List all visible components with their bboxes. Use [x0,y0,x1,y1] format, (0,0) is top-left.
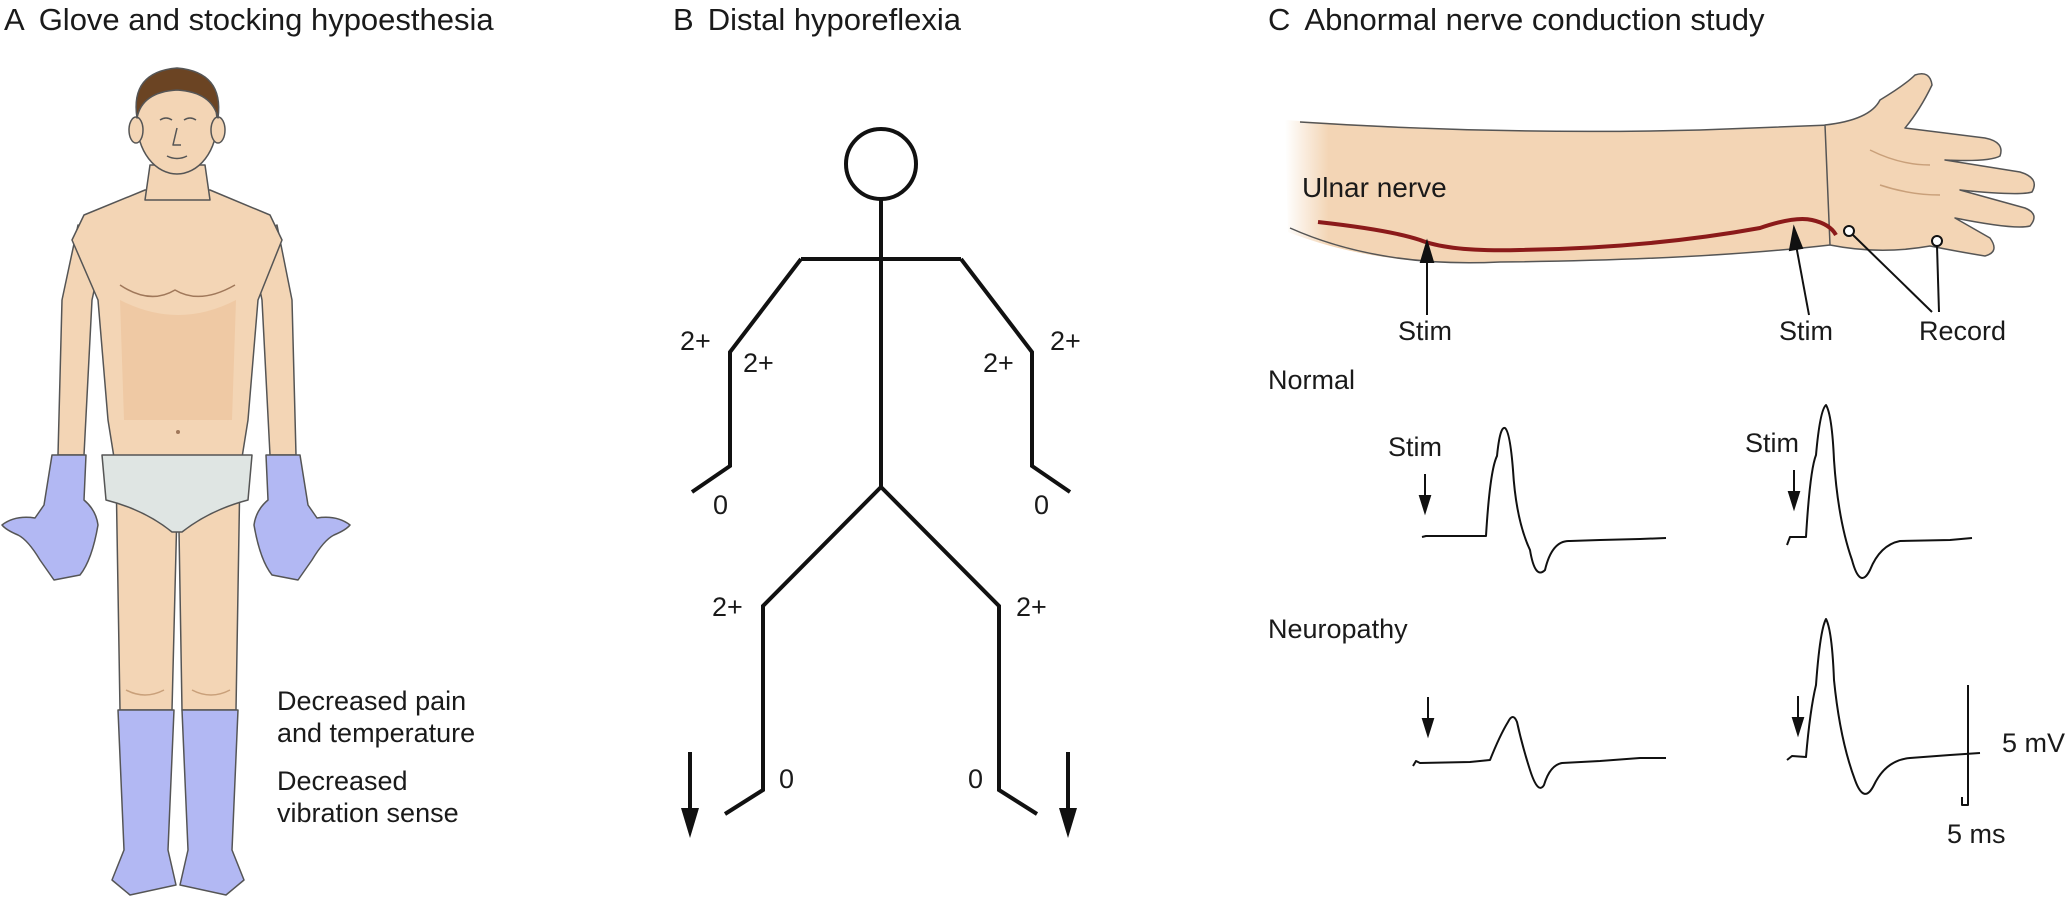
grade-biceps-right: 2+ [1050,326,1081,356]
record-label: Record [1919,316,2007,346]
neuropathy-label: Neuropathy [1268,614,1408,644]
grade-biceps-left: 2+ [680,326,711,356]
stim-label-normal-elbow: Stim [1388,432,1442,462]
arrow-down-icon [1418,474,1432,516]
scale-voltage-label: 5 mV [2002,728,2066,758]
normal-label: Normal [1268,365,1356,395]
arrow-down-icon [681,752,699,838]
panel-b-title: B Distal hyporeflexia [673,2,961,38]
ulnar-nerve-label: Ulnar nerve [1302,172,1447,203]
grade-knee-right: 2+ [1016,592,1047,622]
panel-a-letter: A [4,2,25,37]
stim-label-elbow: Stim [1398,316,1452,346]
panel-b-letter: B [673,2,694,37]
grade-triceps-right: 2+ [983,348,1014,378]
panel-c-title: C Abnormal nerve conduction study [1268,2,1765,38]
stim-label-normal-wrist: Stim [1745,428,1799,458]
stim-label-wrist: Stim [1779,316,1833,346]
scale-bar [1961,685,1969,806]
grade-knee-left: 2+ [712,592,743,622]
grade-wrist-left: 0 [713,490,729,520]
panel-b-title-text: Distal hyporeflexia [707,2,961,37]
trace-neuropathy-wrist [1786,618,1981,795]
arrow-down-icon [1421,697,1435,739]
arrow-down-icon [1059,752,1077,838]
arrow-down-icon [1791,696,1805,738]
caption-decreased-pain: Decreased pain and temperature [277,686,476,748]
caption-decreased-vibration: Decreased vibration sense [277,766,459,828]
panel-c-letter: C [1268,2,1291,37]
grade-triceps-left: 2+ [743,348,774,378]
grade-ankle-right: 0 [968,764,984,794]
grade-wrist-right: 0 [1034,490,1050,520]
grade-ankle-left: 0 [779,764,795,794]
trace-neuropathy-elbow [1412,716,1666,789]
trace-normal-wrist [1786,404,1973,579]
panel-a-title-text: Glove and stocking hypoesthesia [38,2,494,37]
scale-time-label: 5 ms [1947,819,2006,849]
panel-a-title: A Glove and stocking hypoesthesia [4,2,494,38]
trace-normal-elbow [1421,426,1667,574]
arrow-down-icon [1787,470,1801,512]
panel-c-title-text: Abnormal nerve conduction study [1304,2,1765,37]
